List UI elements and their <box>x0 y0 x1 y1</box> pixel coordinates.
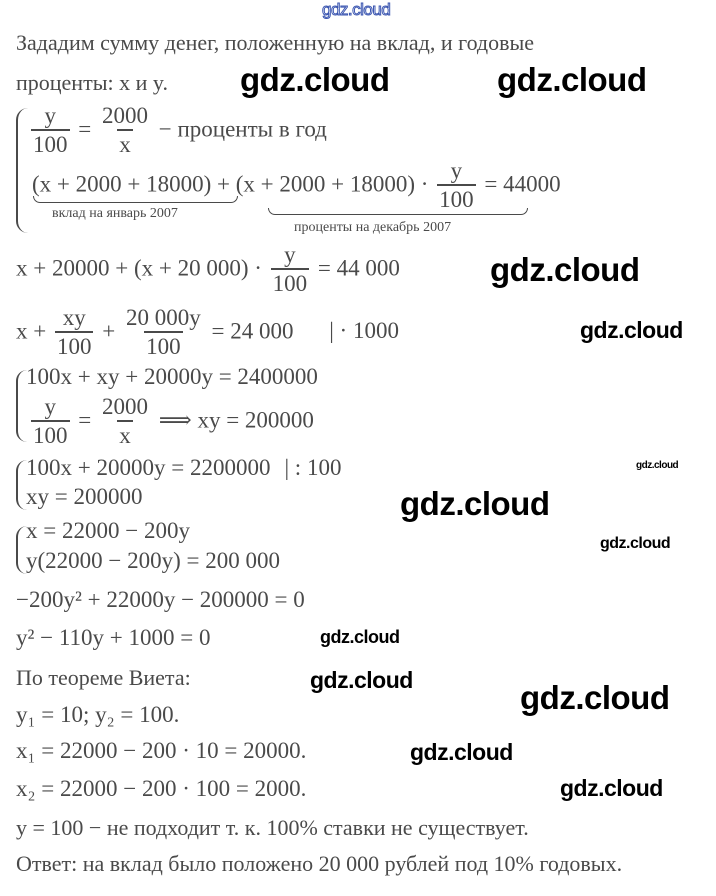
denominator: x <box>117 129 133 159</box>
watermark: gdz.cloud <box>600 535 671 552</box>
plus: + <box>102 318 116 344</box>
numerator: 2000 <box>101 103 148 128</box>
intro-line-1: Зададим сумму денег, положенную на вклад… <box>16 30 535 55</box>
watermark: gdz.cloud <box>497 61 647 98</box>
roots-line: y₁ = 10; y₂ = 100. <box>16 702 180 727</box>
denominator: 100 <box>54 331 94 361</box>
system2-row1: 100x + xy + 20000y = 2400000 <box>26 364 318 389</box>
equals: = <box>78 407 92 433</box>
numerator: 20 000y <box>125 305 201 330</box>
numerator: y <box>44 394 57 419</box>
term-a: (x + 2000 + 18000) <box>32 171 212 197</box>
system4-row2: y(22000 − 200y) = 200 000 <box>26 548 281 573</box>
operation: | : 100 <box>284 455 342 480</box>
underbrace <box>33 196 238 203</box>
watermark: gdz.cloud <box>321 0 391 19</box>
x1-line: x₁ = 22000 − 200 · 10 = 20000. <box>16 738 307 763</box>
underbrace <box>268 208 528 215</box>
system3-row1: 100x + 20000y = 2200000 | : 100 <box>26 455 341 481</box>
intro-line-2: проценты: x и y. <box>16 70 168 95</box>
system1-row2: (x + 2000 + 18000) + (x + 2000 + 18000) … <box>32 158 561 214</box>
denominator: 100 <box>437 184 476 214</box>
equals: = <box>78 116 92 142</box>
numerator: y <box>44 103 57 128</box>
expression: x + <box>16 318 47 344</box>
vieta-heading: По теореме Виета: <box>16 665 191 690</box>
system-brace <box>16 460 27 510</box>
denominator: x <box>117 420 133 450</box>
watermark: gdz.cloud <box>560 775 663 801</box>
underbrace-label: вклад на январь 2007 <box>52 206 178 221</box>
reject-line: y = 100 − не подходит т. к. 100% ставки … <box>16 815 529 840</box>
numerator: y <box>450 158 463 183</box>
watermark: gdz.cloud <box>520 679 670 716</box>
denominator: 100 <box>31 420 70 450</box>
watermark: gdz.cloud <box>490 251 640 288</box>
denominator: 100 <box>270 268 310 298</box>
quadratic-equation: −200y² + 22000y − 200000 = 0 <box>16 587 305 612</box>
plus: + <box>217 171 230 197</box>
system-brace <box>16 526 27 574</box>
term-b: (x + 2000 + 18000) · <box>235 171 429 197</box>
annotation: − проценты в год <box>158 116 327 142</box>
numerator: xy <box>62 305 86 330</box>
watermark: gdz.cloud <box>320 627 400 647</box>
x2-line: x₂ = 22000 − 200 · 100 = 2000. <box>16 776 307 801</box>
result: = 44 000 <box>317 255 400 281</box>
system-brace <box>16 370 27 442</box>
result: ⟹ xy = 200000 <box>158 407 314 433</box>
watermark: gdz.cloud <box>580 317 683 343</box>
system3-row2: xy = 200000 <box>26 484 143 509</box>
watermark: gdz.cloud <box>400 485 550 522</box>
operation: | · 1000 <box>329 318 399 344</box>
system-brace <box>16 108 28 233</box>
result: = 24 000 <box>211 318 294 344</box>
system4-row1: x = 22000 − 200y <box>26 518 190 543</box>
numerator: y <box>284 242 296 267</box>
denominator: 100 <box>144 331 183 361</box>
expression: x + 20000 + (x + 20 000) · <box>16 255 262 281</box>
watermark: gdz.cloud <box>310 667 413 693</box>
numerator: 2000 <box>101 394 148 419</box>
answer-line: Ответ: на вклад было положено 20 000 руб… <box>16 851 623 876</box>
result: = 44000 <box>484 171 561 197</box>
watermark: gdz.cloud <box>240 61 390 98</box>
watermark: gdz.cloud <box>410 739 513 765</box>
watermark: gdz.cloud <box>636 460 679 471</box>
underbrace-label: проценты на декабрь 2007 <box>294 220 452 235</box>
reduced-equation: y² − 110y + 1000 = 0 <box>16 625 211 650</box>
denominator: 100 <box>31 129 70 159</box>
equation: 100x + 20000y = 2200000 <box>26 455 271 480</box>
